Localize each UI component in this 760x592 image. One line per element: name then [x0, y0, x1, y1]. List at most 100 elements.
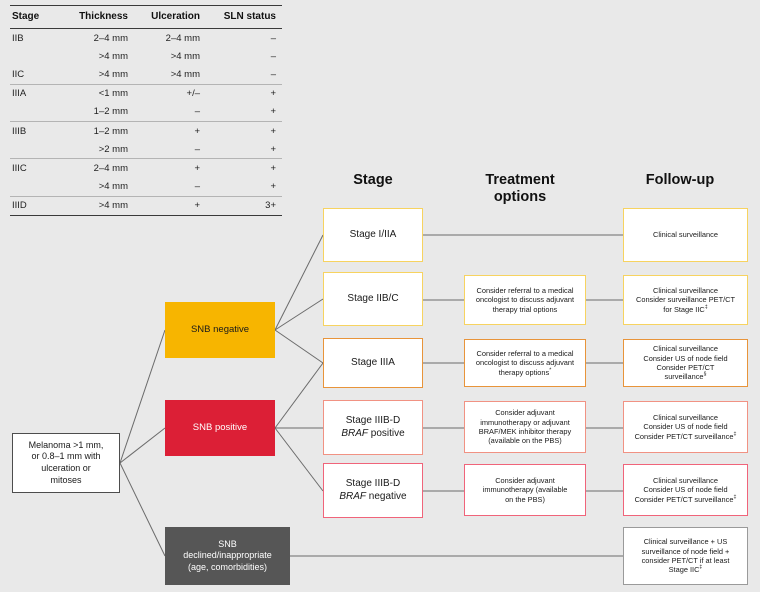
node-followup-1[interactable]: Clinical surveillance [623, 208, 748, 262]
treatment-2-text-line1: Consider referral to a medical [476, 285, 574, 295]
node-melanoma-entry[interactable]: Melanoma >1 mm, or 0.8–1 mm with ulcerat… [12, 433, 120, 493]
stage-2-text-line1: Stage IIB/C [347, 292, 399, 304]
header-sln-status: SLN status [212, 5, 282, 29]
connector-snbpos-to-stage5 [274, 427, 324, 492]
cell-ulceration: – [194, 143, 200, 155]
cell-ulceration: – [194, 106, 200, 118]
followup-3-text-line2: Consider US of node field [643, 353, 728, 363]
cell-thickness: 2–4 mm [93, 32, 128, 44]
cell-stage: IIIB [10, 120, 66, 141]
cell-sln-status: 3+ [212, 195, 282, 216]
staging-table-head: Stage Thickness Ulceration SLN status [10, 5, 282, 29]
cell-stage: IIID [10, 195, 66, 216]
followup-declined-text-line3: consider PET/CT if at least [641, 556, 730, 565]
cell-ulceration: >4 mm [170, 50, 200, 62]
connector-snbpos-to-stage3 [274, 362, 324, 429]
cell-ulceration: >4 mm [170, 68, 200, 80]
snb-positive-label: SNB positive [192, 421, 248, 433]
cell-thickness: >4 mm [98, 68, 128, 80]
table-row: IIC >4 mm >4 mm – [10, 65, 282, 84]
cell-thickness: 1–2 mm [93, 106, 128, 118]
node-stage-2[interactable]: Stage IIB/C [323, 272, 423, 326]
followup-5-text-line1: Clinical surveillance [653, 475, 718, 485]
treatment-3-text-line3: therapy options* [498, 367, 552, 377]
cell-sln-status: – [270, 68, 276, 80]
cell-stage [10, 103, 66, 122]
header-thickness: Thickness [66, 5, 136, 29]
table-row: >4 mm>4 mm– [10, 47, 282, 65]
followup-2-text-line1: Clinical surveillance [653, 285, 718, 295]
cell-thickness: 1–2 mm [66, 120, 136, 141]
column-header-treatment-line1: Treatment [485, 172, 555, 188]
treatment-5-text-line2: immunotherapy (available [482, 485, 568, 495]
treatment-3-text-line2: oncologist to discuss adjuvant [475, 358, 575, 368]
treatment-2-text-line3: therapy trial options [492, 304, 558, 314]
stage-4-text-line1: Stage IIIB-D [345, 414, 401, 426]
cell-stage [10, 178, 66, 197]
followup-4-text-line3: Consider PET/CT surveillance‡ [634, 431, 737, 441]
cell-ulceration: + [136, 195, 212, 216]
staging-table-body: IIB 2–4 mm 2–4 mm – >4 mm >4 mm – IIC >4 mm >4 mm… [10, 29, 282, 216]
cell-thickness: >4 mm [98, 181, 128, 193]
cell-sln-status: + [212, 83, 282, 103]
table-row: 1–2 mm–+ [10, 103, 282, 122]
cell-ulceration: +/– [136, 83, 212, 103]
stage-3-text-line1: Stage IIIA [351, 356, 395, 368]
followup-declined-text-line4: Stage IIC‡ [668, 565, 703, 575]
treatment-4-text-line3: BRAF/MEK inhibitor therapy [478, 427, 572, 436]
column-header-stage: Stage [353, 172, 393, 188]
node-stage-3[interactable]: Stage IIIA [323, 338, 423, 388]
footnote-marker: * [549, 367, 552, 374]
cell-ulceration: – [194, 181, 200, 193]
node-stage-1[interactable]: Stage I/IIA [323, 208, 423, 262]
node-snb-negative[interactable]: SNB negative [165, 302, 275, 358]
cell-stage: IIC [12, 68, 25, 80]
treatment-3-text-line1: Consider referral to a medical [476, 348, 574, 358]
cell-thickness: >4 mm [98, 50, 128, 62]
followup-4-text-line2: Consider US of node field [643, 422, 728, 432]
followup-3-text-line1: Clinical surveillance [653, 344, 718, 354]
footnote-marker: § [703, 372, 707, 378]
followup-declined-text-line1: Clinical surveillance + US [643, 537, 728, 547]
cell-stage: IIB [12, 32, 24, 44]
table-row: IIIA<1 mm+/–+ [10, 83, 282, 103]
treatment-2-text-line2: oncologist to discuss adjuvant [475, 295, 575, 305]
melanoma-line3: ulceration or [41, 463, 91, 473]
braf-gene-label: BRAF [341, 427, 368, 439]
stage-4-text-line2: BRAF positive [341, 427, 405, 439]
cell-sln-status: + [270, 181, 276, 193]
connector-entry-to-snb-declined [119, 462, 166, 557]
followup-5-text-line3: Consider PET/CT surveillance‡ [634, 494, 737, 504]
node-snb-declined[interactable]: SNB declined/inappropriate (age, comorbi… [165, 527, 290, 585]
cell-ulceration: 2–4 mm [165, 32, 200, 44]
followup-2-text-line3: for Stage IIC‡ [663, 304, 708, 314]
connector-entry-to-snb-negative [119, 329, 166, 464]
snb-declined-line2: declined/inappropriate [183, 550, 272, 561]
cell-thickness: >2 mm [98, 143, 128, 155]
stage-1-text-line1: Stage I/IIA [349, 228, 397, 240]
column-header-followup: Follow-up [645, 172, 715, 188]
cell-thickness: <1 mm [66, 83, 136, 103]
connector-snbneg-to-stage3 [274, 329, 324, 364]
connector-snbneg-to-stage2 [274, 298, 324, 331]
node-snb-positive[interactable]: SNB positive [165, 400, 275, 456]
connector-entry-to-snb-positive [119, 427, 166, 464]
column-header-treatment-line2: options [493, 188, 547, 205]
snb-declined-line3: (age, comorbidities) [187, 561, 268, 572]
melanoma-line1: Melanoma >1 mm, [28, 439, 104, 450]
staging-table-header-row: Stage Thickness Ulceration SLN status [10, 5, 282, 29]
